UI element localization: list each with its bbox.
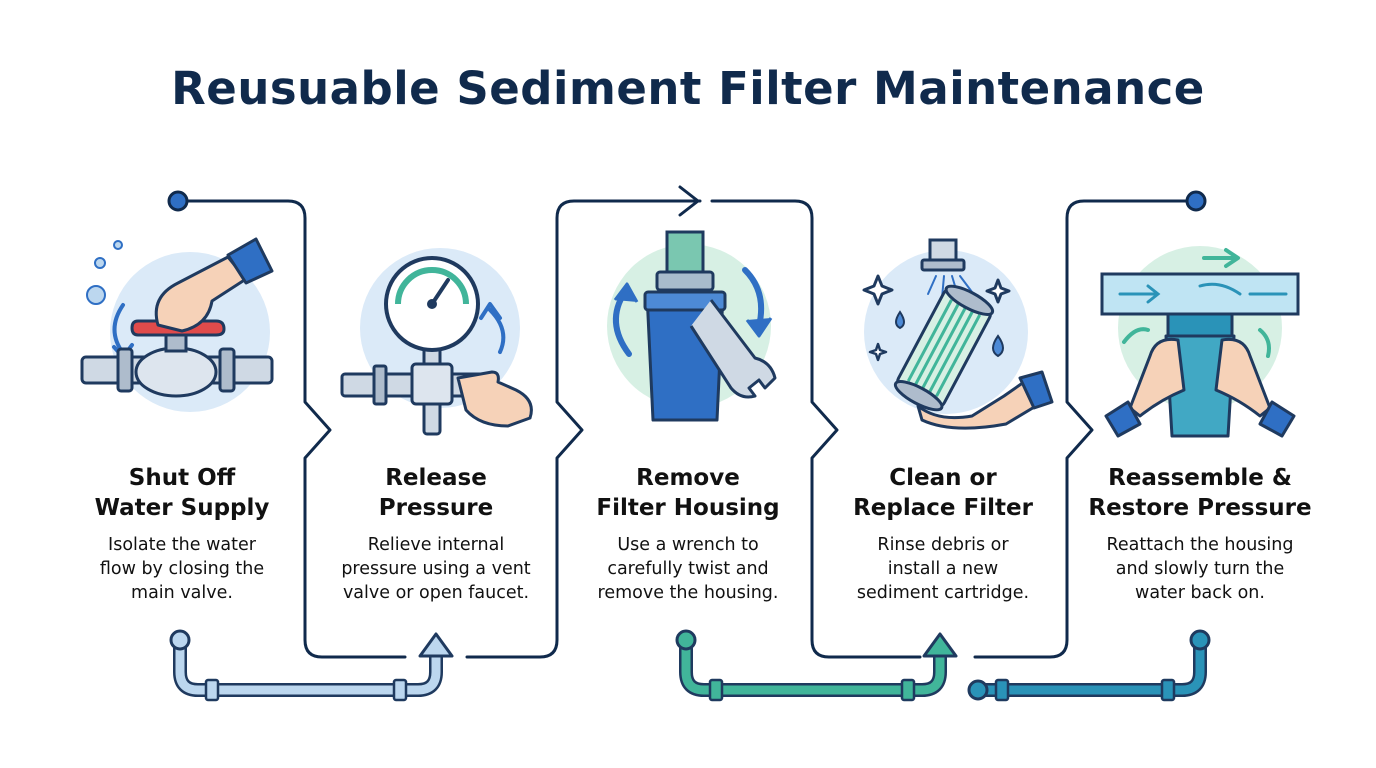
step-remove-housing: Remove Filter Housing Use a wrench to ca… [563, 463, 813, 605]
step-title: Remove Filter Housing [596, 465, 780, 521]
flow-end-dot [1185, 190, 1207, 212]
wrench-housing-icon [607, 230, 777, 422]
filter-cartridge-icon [862, 238, 1054, 430]
step-description: Use a wrench to carefully twist and remo… [597, 535, 779, 603]
step-description: Isolate the water flow by closing the ma… [99, 535, 265, 603]
step-clean-replace: Clean or Replace Filter Rinse debris or … [818, 463, 1068, 605]
page-title: Reusuable Sediment Filter Maintenance [171, 62, 1205, 115]
step-description: Rinse debris or install a new sediment c… [856, 535, 1030, 603]
step-title: Clean or Replace Filter [853, 465, 1033, 521]
valve-shutoff-icon [80, 237, 274, 412]
step-reassemble: Reassemble & Restore Pressure Reattach t… [1075, 463, 1325, 605]
reassemble-housing-icon [1100, 246, 1300, 438]
flow-start-dot [167, 190, 189, 212]
step-shut-off: Shut Off Water Supply Isolate the water … [57, 463, 307, 605]
step-title: Shut Off Water Supply [94, 465, 270, 521]
step-description: Reattach the housing and slowly turn the… [1106, 535, 1294, 603]
step-title: Release Pressure [378, 465, 494, 521]
step-description: Relieve internal pressure using a vent v… [341, 535, 531, 603]
step-title: Reassemble & Restore Pressure [1088, 465, 1312, 521]
step-release-pressure: Release Pressure Relieve internal pressu… [311, 463, 561, 605]
pressure-gauge-icon [340, 248, 533, 436]
